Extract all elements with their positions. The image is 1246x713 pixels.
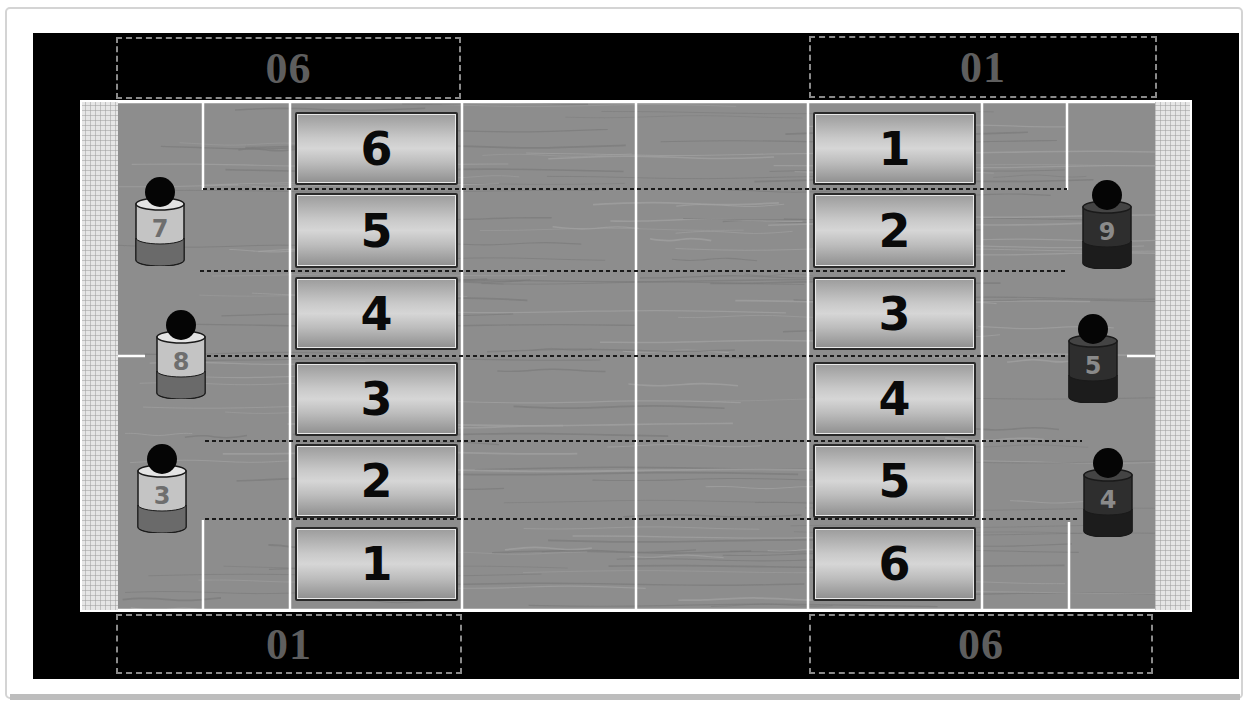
box-number: 1 — [878, 122, 910, 176]
team-number: 06 — [266, 43, 312, 94]
box-number: 2 — [360, 454, 392, 508]
team-number: 01 — [960, 42, 1006, 93]
team-score-bar: 01 — [116, 614, 462, 674]
player-piece: 8 — [155, 309, 207, 399]
player-piece: 3 — [136, 443, 188, 533]
player-piece: 4 — [1082, 447, 1134, 537]
piece-number: 3 — [154, 482, 171, 510]
piece-number: 9 — [1099, 218, 1116, 246]
court-lines — [118, 102, 1155, 610]
score-box: 5 — [813, 444, 976, 518]
team-number: 06 — [958, 619, 1004, 670]
score-box: 5 — [295, 193, 458, 268]
left-net — [82, 102, 118, 610]
outer-frame — [6, 8, 1242, 698]
score-box: 2 — [295, 444, 458, 518]
team-score-bar: 06 — [809, 614, 1153, 674]
score-box: 6 — [295, 112, 458, 185]
court-border — [80, 100, 1192, 612]
box-number: 5 — [878, 454, 910, 508]
score-box: 3 — [813, 277, 976, 350]
player-piece: 9 — [1081, 179, 1133, 269]
score-box: 1 — [813, 112, 976, 185]
team-score-bar: 06 — [116, 37, 461, 99]
black-surround — [33, 33, 1239, 679]
right-net — [1155, 102, 1190, 610]
box-number: 4 — [360, 287, 392, 341]
team-number: 01 — [266, 619, 312, 670]
score-box: 4 — [295, 277, 458, 350]
box-number: 5 — [360, 204, 392, 258]
dashed-lanes — [200, 189, 1082, 519]
box-number: 1 — [360, 537, 392, 591]
score-box: 2 — [813, 193, 976, 268]
team-score-bar: 01 — [809, 36, 1157, 98]
box-number: 2 — [878, 204, 910, 258]
wood-grain — [118, 102, 1155, 610]
box-number: 6 — [878, 537, 910, 591]
player-piece: 5 — [1067, 313, 1119, 403]
box-number: 4 — [878, 372, 910, 426]
box-number: 3 — [360, 372, 392, 426]
piece-number: 7 — [152, 215, 169, 243]
wood-floor — [118, 102, 1155, 610]
piece-number: 4 — [1100, 486, 1117, 514]
box-number: 6 — [360, 122, 392, 176]
score-box: 3 — [295, 362, 458, 436]
score-box: 4 — [813, 362, 976, 436]
box-number: 3 — [878, 287, 910, 341]
score-box: 1 — [295, 527, 458, 601]
frame-shadow — [10, 694, 1240, 700]
score-box: 6 — [813, 527, 976, 601]
player-piece: 7 — [134, 176, 186, 266]
piece-number: 8 — [173, 348, 190, 376]
piece-number: 5 — [1085, 352, 1102, 380]
